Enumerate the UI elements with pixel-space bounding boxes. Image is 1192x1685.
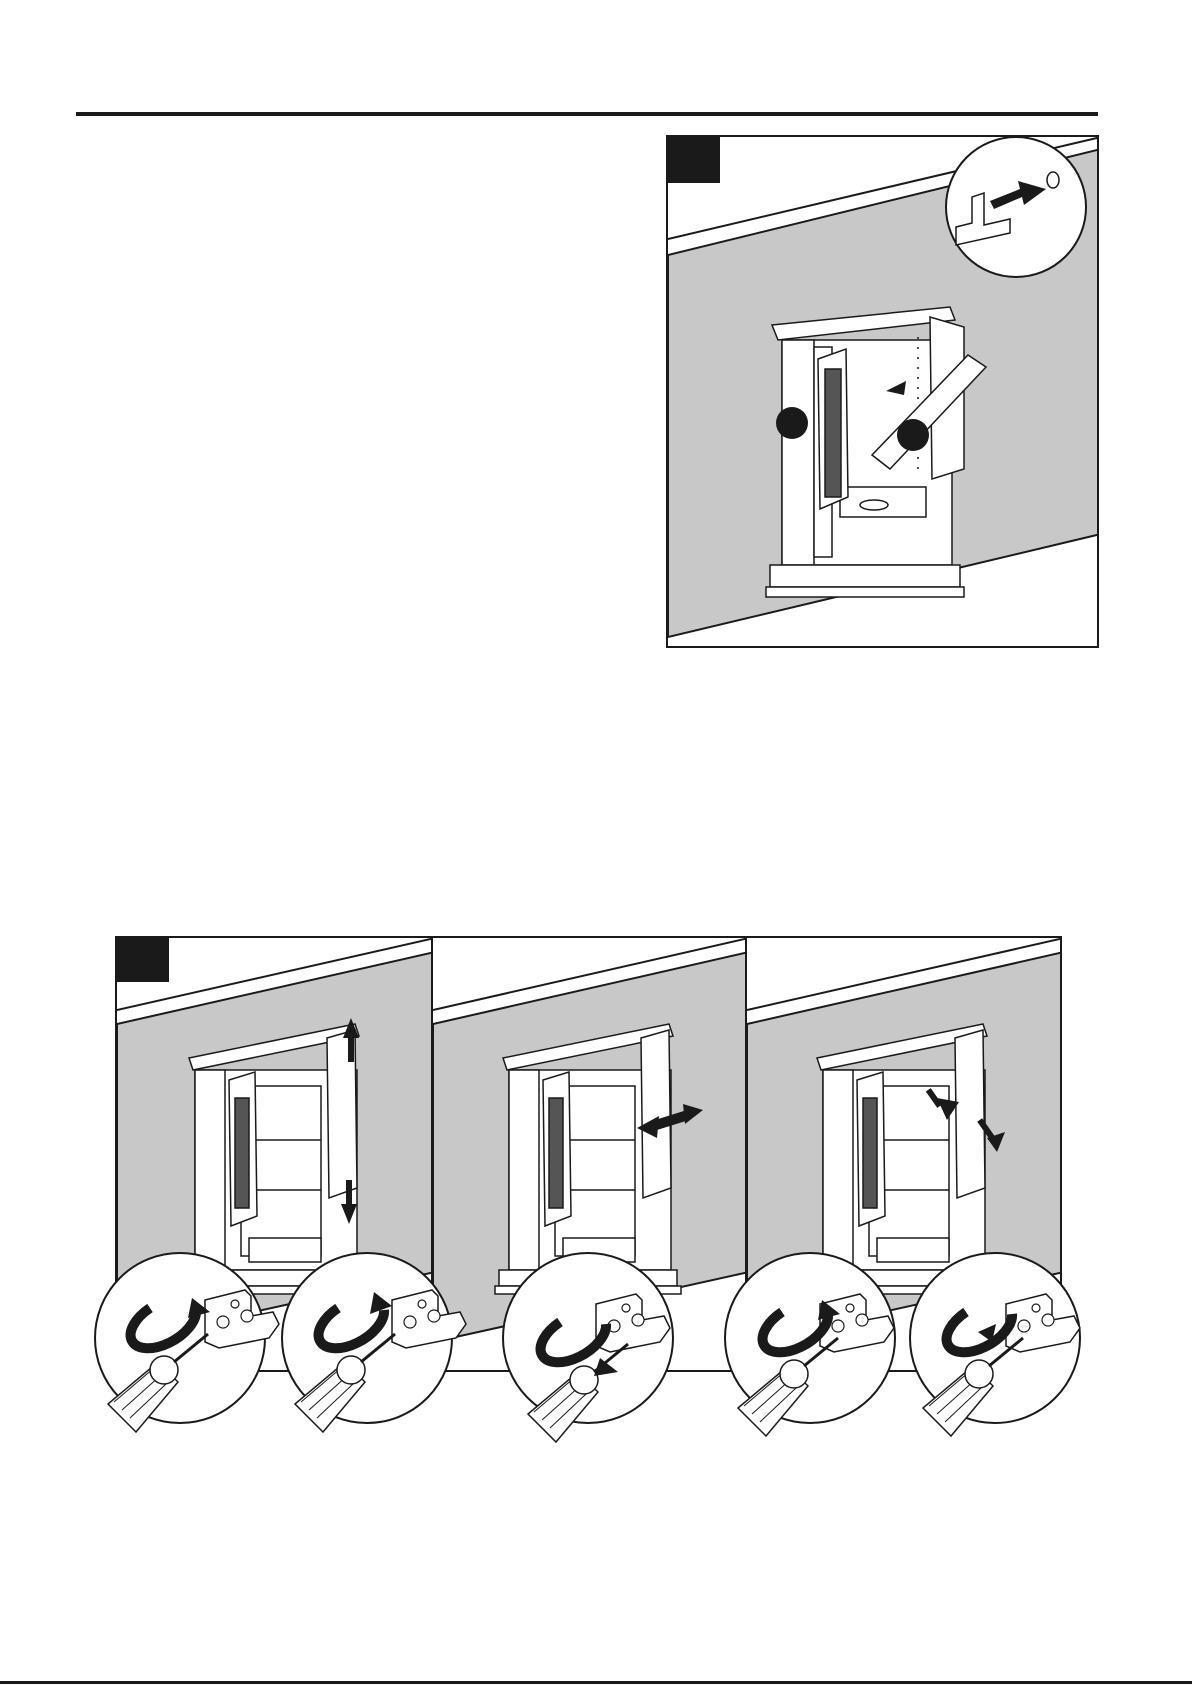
step-b-panel-depth-adjust [745, 936, 1062, 1372]
step-a-panel [666, 135, 1099, 648]
step-a-illustration [668, 137, 1099, 648]
step-b-panel-vertical-adjust [115, 936, 433, 1372]
callout-dot-1 [776, 407, 808, 439]
step-b-panel-horizontal-adjust [431, 936, 747, 1372]
callout-dot-2 [897, 419, 929, 451]
bottom-rule [0, 1681, 1192, 1684]
shelf-pin-insert-icon [946, 137, 1086, 277]
top-rule [76, 112, 1098, 116]
step-b-group [115, 936, 1062, 1372]
step-b-badge [117, 938, 169, 982]
step-a-badge [668, 137, 720, 183]
